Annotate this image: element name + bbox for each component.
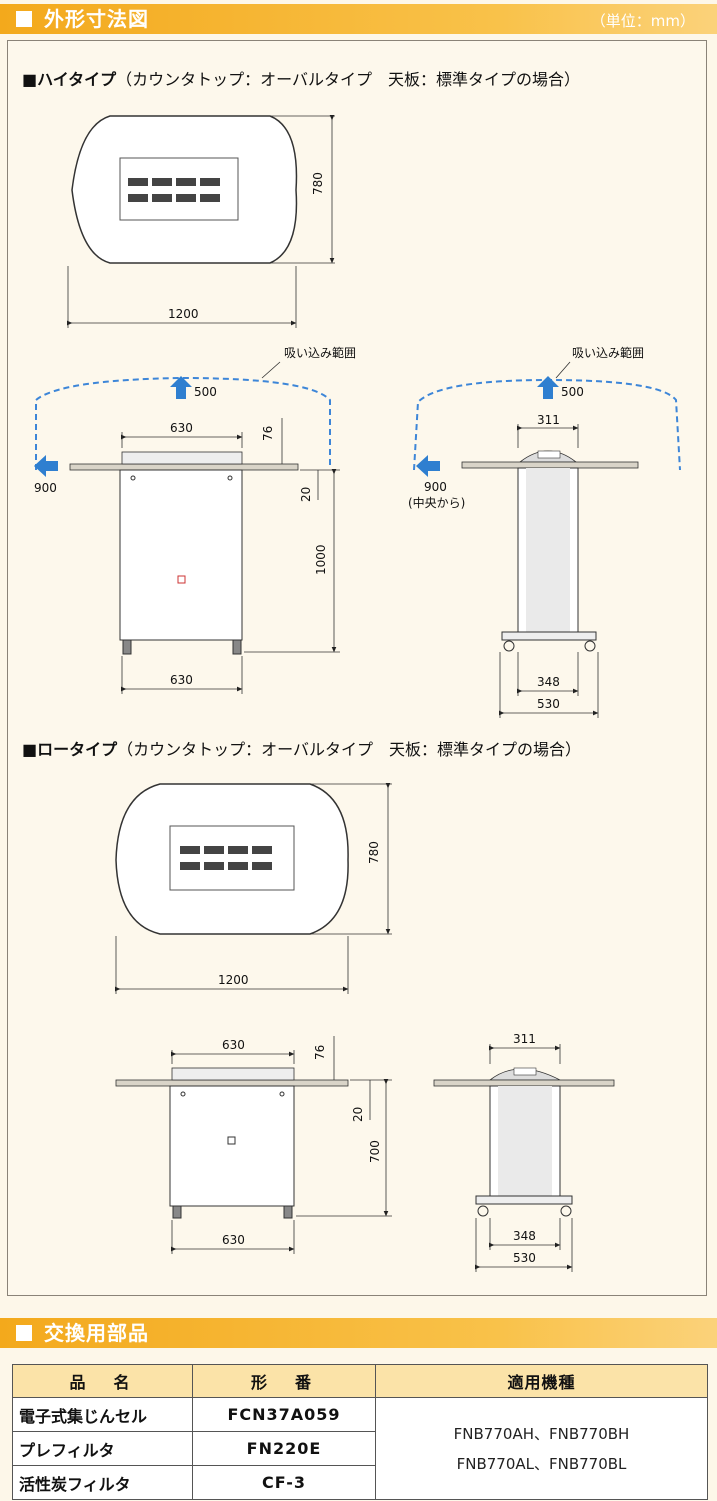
part-code: FCN37A059 xyxy=(192,1397,376,1432)
high-top-depth: 780 xyxy=(311,172,325,195)
banner-square-icon xyxy=(16,11,32,27)
high-side-900-2: 900 xyxy=(424,480,447,494)
high-front-bottom-630: 630 xyxy=(170,673,193,687)
high-height-1000: 1000 xyxy=(314,544,328,575)
unit-label: （単位：mm） xyxy=(590,12,695,30)
high-side-900: 900 xyxy=(34,481,57,495)
high-suction-label: 吸い込み範囲 xyxy=(284,345,356,360)
low-side-348: 348 xyxy=(513,1229,536,1243)
high-top-view: 780 1200 xyxy=(66,114,335,328)
high-front-top-630: 630 xyxy=(170,421,193,435)
section-title-parts: 交換用部品 xyxy=(44,1321,149,1345)
banner-square-icon xyxy=(16,1325,32,1341)
low-height-700: 700 xyxy=(368,1140,382,1163)
table-header-row: 品 名 形 番 適用機種 xyxy=(12,1364,708,1398)
high-side-530: 530 xyxy=(537,697,560,711)
part-name: 電子式集じんセル xyxy=(12,1397,193,1432)
parts-table: 品 名 形 番 適用機種 電子式集じんセル FCN37A059 FNB770AH… xyxy=(12,1364,708,1500)
header-models: 適用機種 xyxy=(375,1364,708,1398)
low-front-bottom-630: 630 xyxy=(222,1233,245,1247)
low-top-view: 780 1200 xyxy=(114,782,392,994)
low-dim-20: 20 xyxy=(351,1107,365,1122)
section-title: 外形寸法図 xyxy=(44,7,149,31)
low-top-width: 1200 xyxy=(218,973,249,987)
high-dim-20: 20 xyxy=(299,487,313,502)
low-type-heading: ■ロータイプ（カウンタトップ：オーバルタイプ 天板：標準タイプの場合） xyxy=(22,740,581,759)
models-line-2: FNB770AL、FNB770BL xyxy=(456,1454,627,1473)
table-row: 電子式集じんセル FCN37A059 FNB770AH、FNB770BH FNB… xyxy=(12,1397,708,1500)
part-code: FN220E xyxy=(192,1431,376,1466)
high-side-top-311: 311 xyxy=(537,413,560,427)
models-line-1: FNB770AH、FNB770BH xyxy=(453,1424,630,1443)
high-side-view: 吸い込み範囲 500 900 (中央から) 311 348 530 xyxy=(408,345,681,718)
header-name: 品 名 xyxy=(12,1364,193,1398)
part-code: CF-3 xyxy=(192,1465,376,1500)
table-row: 活性炭フィルタ CF-3 xyxy=(12,1465,708,1500)
high-side-348: 348 xyxy=(537,675,560,689)
high-front-view: 吸い込み範囲 500 900 630 76 20 1000 630 xyxy=(34,345,356,694)
high-up-500: 500 xyxy=(194,385,217,399)
high-dim-76: 76 xyxy=(261,426,275,441)
header-code: 形 番 xyxy=(192,1364,376,1398)
low-top-depth: 780 xyxy=(367,841,381,864)
high-type-heading: ■ハイタイプ（カウンタトップ：オーバルタイプ 天板：標準タイプの場合） xyxy=(22,70,581,89)
low-front-view: 630 76 20 700 630 xyxy=(115,1036,392,1254)
low-front-top-630: 630 xyxy=(222,1038,245,1052)
dimension-drawings: 780 1200 吸い込み範囲 500 900 630 76 20 1000 xyxy=(34,114,681,1272)
section-banner-parts: 交換用部品 xyxy=(0,1318,717,1348)
table-row: プレフィルタ FN220E xyxy=(12,1431,708,1466)
part-name: プレフィルタ xyxy=(12,1431,193,1466)
low-side-530: 530 xyxy=(513,1251,536,1265)
low-side-view: 311 348 530 xyxy=(433,1032,615,1272)
part-name: 活性炭フィルタ xyxy=(12,1465,193,1500)
high-top-width: 1200 xyxy=(168,307,199,321)
high-side-900-note: (中央から) xyxy=(408,495,465,510)
low-side-top-311: 311 xyxy=(513,1032,536,1046)
high-suction-label-2: 吸い込み範囲 xyxy=(572,345,644,360)
section-banner-dimensions: 外形寸法図 （単位：mm） xyxy=(0,4,717,34)
high-up-500-2: 500 xyxy=(561,385,584,399)
applicable-models: FNB770AH、FNB770BH FNB770AL、FNB770BL xyxy=(375,1397,708,1500)
low-dim-76: 76 xyxy=(313,1045,327,1060)
